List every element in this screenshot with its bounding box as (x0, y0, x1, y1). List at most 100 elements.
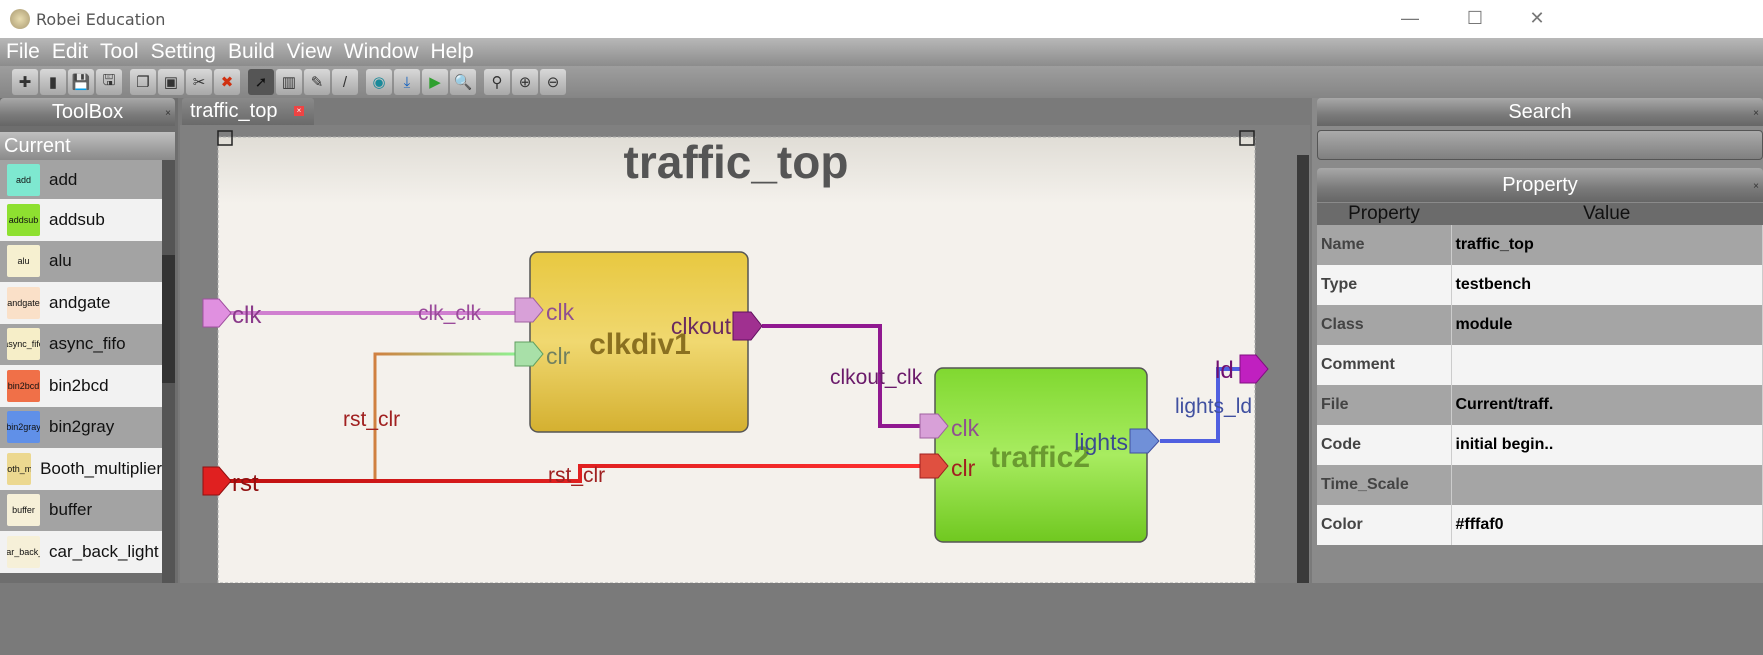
search-header: Search× (1317, 98, 1763, 126)
menu-setting[interactable]: Setting (150, 40, 216, 63)
close-panel-icon[interactable]: × (165, 108, 171, 119)
delete-icon[interactable]: ✖ (214, 69, 240, 95)
save-icon[interactable]: 💾 (68, 69, 94, 95)
property-key: Class (1317, 305, 1452, 345)
wire-label-rst-clr-2: rst_clr (548, 464, 605, 487)
menu-window[interactable]: Window (343, 40, 419, 63)
property-value[interactable]: initial begin.. (1451, 425, 1763, 465)
chip-icon[interactable]: ▥ (276, 69, 302, 95)
save-as-icon[interactable]: 🖫 (96, 69, 122, 95)
scrollbar-thumb[interactable] (162, 255, 175, 383)
toolbox-item[interactable]: car_back_lcar_back_light (0, 531, 162, 573)
property-value[interactable]: module (1451, 305, 1763, 345)
refresh-icon[interactable]: ◉ (366, 69, 392, 95)
resize-handle[interactable] (217, 130, 233, 146)
wire-label-lights-ld: lights_ld (1175, 395, 1252, 418)
wire-rst-clr[interactable] (230, 464, 920, 483)
maximize-button[interactable]: ☐ (1466, 8, 1484, 28)
menu-build[interactable]: Build (227, 40, 275, 63)
toolbox-item-label: bin2bcd (49, 375, 109, 395)
cut-icon[interactable]: ✂ (186, 69, 212, 95)
open-icon[interactable]: ▮ (40, 69, 66, 95)
select-icon[interactable]: ➚ (248, 69, 274, 95)
input-port-rst[interactable] (202, 466, 232, 496)
port-clkdiv1-clkout[interactable] (732, 311, 763, 341)
close-panel-icon[interactable]: × (1753, 108, 1759, 119)
zoom-icon[interactable]: ⚲ (484, 69, 510, 95)
module-name-traffic2: traffic2 (990, 441, 1090, 474)
wire-rst-clr-branch[interactable] (373, 352, 515, 481)
property-value[interactable] (1451, 465, 1763, 505)
zoom-in-icon[interactable]: ⊕ (512, 69, 538, 95)
wire-lights-ld[interactable] (1160, 367, 1240, 443)
resize-handle[interactable] (1239, 130, 1255, 146)
toolbox-section-current[interactable]: Current (0, 132, 175, 160)
property-value[interactable] (1451, 345, 1763, 385)
menu-tool[interactable]: Tool (100, 40, 139, 63)
diagram-title: traffic_top (624, 136, 849, 188)
app-logo-icon (10, 9, 30, 29)
port-label-clk: clk (232, 302, 262, 329)
copy-icon[interactable]: ❐ (130, 69, 156, 95)
output-port-ld[interactable] (1239, 354, 1269, 384)
property-value[interactable]: testbench (1451, 265, 1763, 305)
port-traffic2-clk[interactable] (919, 413, 949, 439)
port-clkdiv1-clr[interactable] (514, 341, 544, 367)
close-tab-icon[interactable]: × (294, 106, 304, 116)
port-label: clk (951, 415, 980, 441)
toolbox-item-label: buffer (49, 500, 93, 520)
wire-clkout-clk[interactable] (762, 324, 920, 428)
download-icon[interactable]: ⤓ (394, 69, 420, 95)
waveform-icon[interactable]: 🔍 (450, 69, 476, 95)
close-button[interactable]: ✕ (1529, 8, 1545, 28)
port-traffic2-lights[interactable] (1129, 428, 1160, 454)
simulate-icon[interactable]: ▶ (422, 69, 448, 95)
property-title: Property (1502, 174, 1578, 196)
module-traffic2[interactable]: traffic2 clk clr lights (919, 367, 1160, 543)
canvas-area[interactable]: traffic_top clk_clk rst_clr rst_clr clko… (180, 125, 1310, 583)
menu-edit[interactable]: Edit (51, 40, 89, 63)
menu-view[interactable]: View (286, 40, 332, 63)
toolbox-item[interactable]: async_fifoasync_fifo (0, 323, 162, 365)
canvas-scrollbar[interactable] (1297, 155, 1309, 583)
property-row[interactable]: Time_Scale (1317, 465, 1763, 505)
port-traffic2-clr[interactable] (919, 453, 949, 479)
menu-file[interactable]: File (6, 40, 40, 63)
search-input[interactable] (1317, 130, 1763, 160)
toolbox-item[interactable]: Booth_multBooth_multiplier (0, 448, 162, 490)
property-value[interactable]: #fffaf0 (1451, 505, 1763, 545)
property-row[interactable]: Comment (1317, 345, 1763, 385)
module-name-clkdiv1: clkdiv1 (589, 328, 691, 361)
property-value[interactable]: Current/traff. (1451, 385, 1763, 425)
minimize-button[interactable]: — (1401, 8, 1419, 28)
new-icon[interactable]: ✚ (12, 69, 38, 95)
close-panel-icon[interactable]: × (1753, 181, 1759, 192)
port-icon[interactable]: ✎ (304, 69, 330, 95)
tab-traffic-top[interactable]: traffic_top× (182, 98, 314, 125)
port-clkdiv1-clk[interactable] (514, 297, 544, 323)
property-key: Name (1317, 225, 1452, 265)
toolbox-scrollbar[interactable] (162, 160, 175, 583)
module-clkdiv1[interactable]: clkdiv1 clk clr clkout (514, 251, 763, 433)
property-value[interactable]: traffic_top (1451, 225, 1763, 265)
zoom-out-icon[interactable]: ⊖ (540, 69, 566, 95)
module-thumbnail-icon: alu (7, 245, 40, 278)
property-row[interactable]: Color#fffaf0 (1317, 505, 1763, 545)
menu-help[interactable]: Help (430, 40, 474, 63)
property-key: Time_Scale (1317, 465, 1452, 505)
input-port-clk[interactable] (202, 298, 232, 328)
paste-icon[interactable]: ▣ (158, 69, 184, 95)
wire-icon[interactable]: / (332, 69, 358, 95)
